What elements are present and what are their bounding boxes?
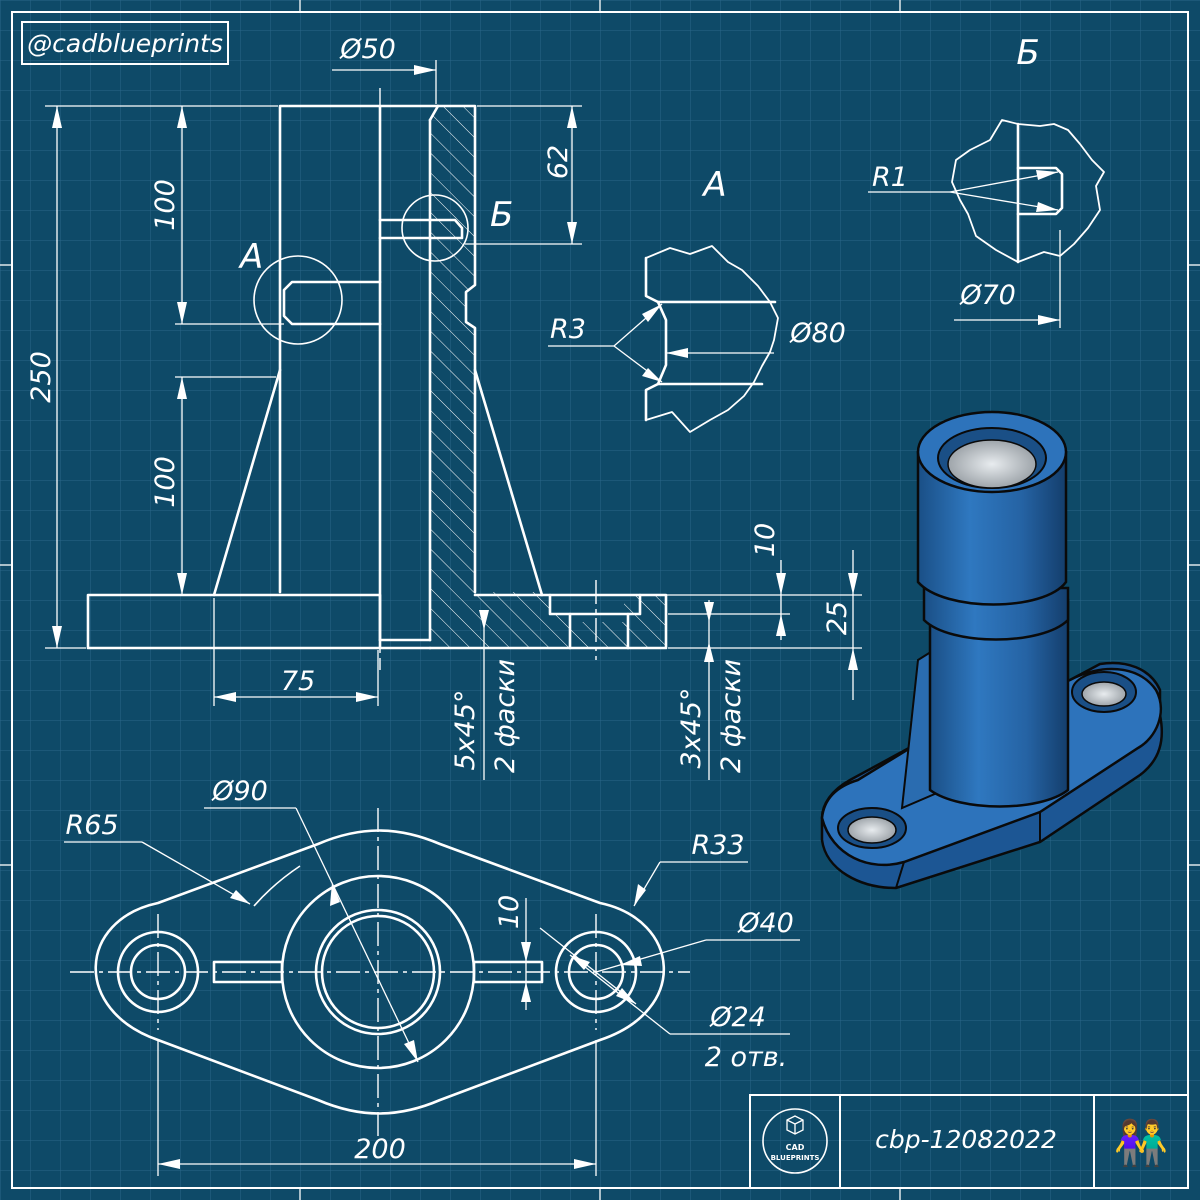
detail-b-title: Б	[1016, 33, 1039, 73]
dim-flange-step: 10	[750, 523, 781, 557]
dim-rib: 10	[494, 895, 525, 929]
chamfer-big: 5x45°	[450, 689, 481, 770]
chamfer-small-note: 2 фаски	[716, 659, 747, 773]
flange-outline	[94, 829, 666, 1115]
top-view: R65 Ø90 R33 10 Ø40 Ø24 2 отв.	[64, 776, 800, 1176]
dim-flange-thickness: 25	[822, 601, 853, 635]
logo-line2: BLUEPRINTS	[771, 1154, 820, 1162]
body-outline	[278, 104, 477, 594]
front-view: A Б Ø50 250 100 100 62	[26, 34, 862, 780]
isometric-model	[820, 410, 1164, 890]
watermark-box[interactable]: @cadblueprints	[21, 21, 229, 65]
dim-diameter-boss: Ø40	[737, 908, 794, 939]
cube-icon	[786, 1115, 804, 1135]
label-detail-b: Б	[490, 195, 513, 235]
detail-b-diameter: Ø70	[959, 280, 1016, 311]
couple-emoji: 👫	[1114, 1118, 1169, 1169]
logo-circle	[762, 1108, 828, 1174]
dim-diameter-top: Ø50	[339, 34, 396, 65]
drawing-code: cbp-12082022	[875, 1125, 1057, 1154]
detail-a-circle	[253, 255, 343, 345]
detail-b-radius: R1	[872, 162, 908, 193]
detail-b-circle	[401, 194, 469, 262]
dim-width-half: 75	[281, 666, 315, 697]
dim-length: 200	[354, 1134, 406, 1165]
logo-line1: CAD	[786, 1143, 805, 1152]
detail-a-radius: R3	[550, 314, 586, 345]
detail-b: Б R1 Ø70	[868, 33, 1105, 328]
chamfer-big-note: 2 фаски	[490, 659, 521, 773]
detail-a-diameter: Ø80	[789, 318, 846, 349]
label-detail-a: A	[238, 237, 263, 277]
section-hatch	[430, 106, 628, 648]
detail-a: A R3 Ø80	[548, 165, 846, 433]
dim-height-total: 250	[26, 351, 57, 403]
detail-a-title: A	[701, 165, 726, 205]
dim-diameter-bore: Ø90	[211, 776, 268, 807]
dim-height-lower: 100	[150, 456, 181, 508]
dim-height-upper: 100	[150, 179, 181, 231]
dim-height-top: 62	[543, 145, 574, 179]
watermark-handle: @cadblueprints	[27, 29, 223, 58]
dim-radius-end: R33	[691, 830, 744, 861]
dim-diameter-hole: Ø24	[709, 1002, 766, 1033]
dim-radius-big: R65	[65, 810, 118, 841]
title-block: CAD BLUEPRINTS cbp-12082022 👫	[749, 1094, 1189, 1189]
hole-note: 2 отв.	[705, 1042, 788, 1073]
chamfer-small: 3x45°	[676, 687, 707, 768]
